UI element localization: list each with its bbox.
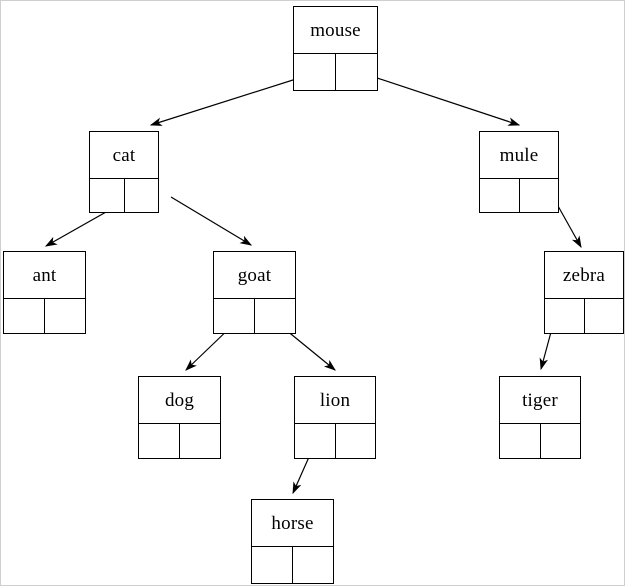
right-pointer-cell-tiger[interactable]: [541, 424, 581, 458]
left-pointer-cell-goat[interactable]: [214, 299, 255, 333]
node-label-ant: ant: [32, 264, 57, 286]
tree-node-cat[interactable]: cat: [89, 131, 159, 213]
tree-node-mule[interactable]: mule: [479, 131, 559, 213]
edge-cat-right-to-goat: [170, 196, 253, 246]
node-label-mouse: mouse: [310, 19, 361, 41]
right-pointer-cell-mule[interactable]: [520, 179, 559, 212]
node-label-horse: horse: [271, 512, 314, 534]
tree-node-mouse[interactable]: mouse: [293, 6, 378, 91]
left-pointer-cell-mule[interactable]: [480, 179, 520, 212]
node-label-dog: dog: [164, 389, 195, 411]
node-pointers-ant: [4, 298, 85, 333]
tree-node-ant[interactable]: ant: [3, 251, 86, 334]
tree-node-goat[interactable]: goat: [213, 251, 296, 334]
left-pointer-cell-ant[interactable]: [4, 299, 45, 333]
tree-node-dog[interactable]: dog: [138, 376, 221, 459]
node-label-zebra: zebra: [562, 264, 606, 286]
right-pointer-cell-mouse[interactable]: [336, 54, 377, 90]
right-pointer-cell-cat[interactable]: [125, 179, 159, 212]
node-pointers-dog: [139, 423, 220, 458]
tree-node-zebra[interactable]: zebra: [544, 251, 624, 334]
left-pointer-cell-tiger[interactable]: [500, 424, 541, 458]
right-pointer-cell-zebra[interactable]: [585, 299, 624, 333]
node-pointers-mule: [480, 178, 558, 212]
node-label-tiger: tiger: [522, 389, 558, 411]
tree-node-tiger[interactable]: tiger: [499, 376, 581, 459]
left-pointer-cell-cat[interactable]: [90, 179, 125, 212]
node-pointers-zebra: [545, 298, 623, 333]
right-pointer-cell-lion[interactable]: [336, 424, 376, 458]
left-pointer-cell-zebra[interactable]: [545, 299, 585, 333]
left-pointer-cell-dog[interactable]: [139, 424, 180, 458]
left-pointer-cell-lion[interactable]: [295, 424, 336, 458]
node-label-mule: mule: [499, 144, 539, 166]
right-pointer-cell-dog[interactable]: [180, 424, 220, 458]
node-label-goat: goat: [237, 264, 272, 286]
tree-node-horse[interactable]: horse: [251, 499, 334, 584]
node-pointers-horse: [252, 546, 333, 583]
left-pointer-cell-horse[interactable]: [252, 547, 293, 583]
node-label-lion: lion: [319, 389, 351, 411]
edge-mouse-left-to-cat: [149, 72, 316, 126]
right-pointer-cell-goat[interactable]: [255, 299, 295, 333]
node-pointers-cat: [90, 178, 158, 212]
right-pointer-cell-ant[interactable]: [45, 299, 85, 333]
tree-node-lion[interactable]: lion: [294, 376, 376, 459]
node-pointers-tiger: [500, 423, 580, 458]
node-pointers-lion: [295, 423, 375, 458]
left-pointer-cell-mouse[interactable]: [294, 54, 336, 90]
right-pointer-cell-horse[interactable]: [293, 547, 333, 583]
node-pointers-mouse: [294, 53, 377, 90]
edge-mouse-right-to-mule: [355, 70, 521, 126]
node-pointers-goat: [214, 298, 295, 333]
node-label-cat: cat: [112, 144, 136, 166]
